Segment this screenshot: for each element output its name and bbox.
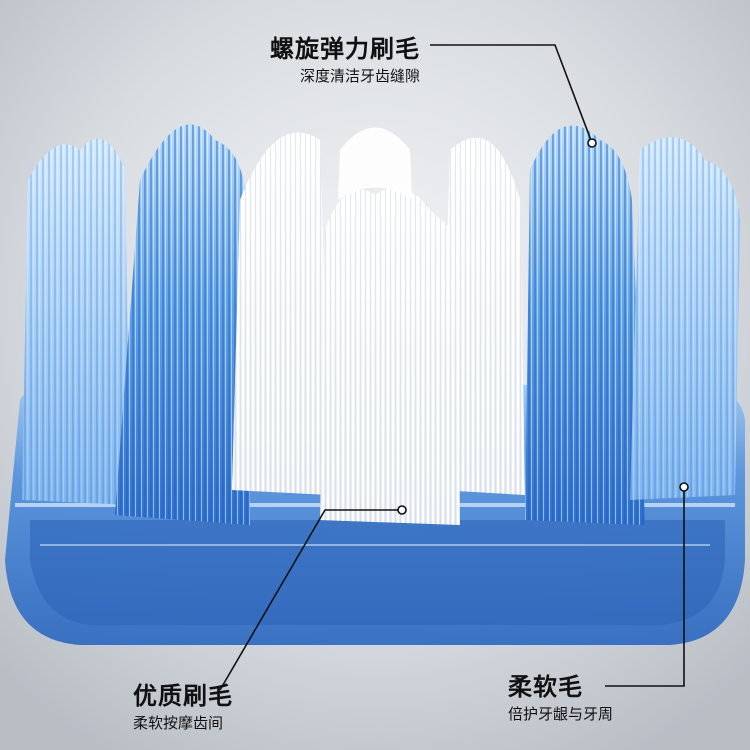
callout-subtitle: 倍护牙龈与牙周: [508, 705, 614, 723]
callout-subtitle: 柔软按摩齿间: [133, 714, 224, 732]
callout-title: 柔软毛: [508, 673, 583, 701]
callout-title: 优质刷毛: [133, 682, 233, 710]
callout-line-soft: [605, 482, 689, 687]
callout-subtitle: 深度清洁牙齿缝隙: [299, 67, 420, 85]
callout-line-quality: [219, 505, 407, 691]
callout-line-spiral: [430, 44, 597, 148]
callout-quality-bristles: 优质刷毛 柔软按摩齿间: [133, 681, 233, 733]
callout-title: 螺旋弹力刷毛: [270, 35, 420, 63]
callout-soft-bristles: 柔软毛 倍护牙龈与牙周: [508, 672, 613, 724]
callout-spiral-bristles: 螺旋弹力刷毛 深度清洁牙齿缝隙: [270, 34, 420, 86]
